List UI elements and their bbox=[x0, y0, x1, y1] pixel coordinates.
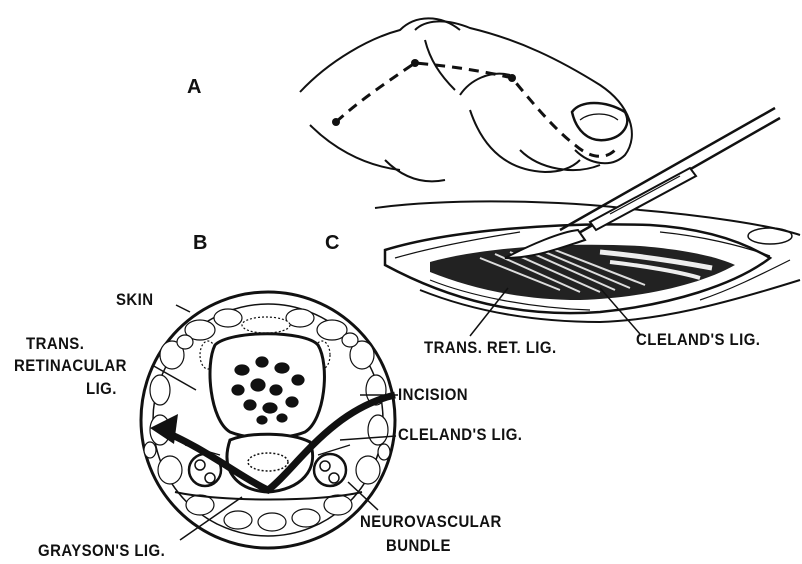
incision-points bbox=[332, 59, 516, 126]
label-clelands-lig-c: CLELAND'S LIG. bbox=[636, 330, 760, 349]
panel-label-b: B bbox=[193, 234, 208, 253]
label-trans-ret-lig-c: TRANS. RET. LIG. bbox=[424, 338, 557, 357]
label-skin: SKIN bbox=[116, 290, 154, 309]
label-graysons-lig: GRAYSON'S LIG. bbox=[38, 541, 165, 560]
label-trans-retinacular-line2: RETINACULAR bbox=[14, 356, 127, 375]
label-incision: INCISION bbox=[398, 385, 468, 404]
panel-label-a: A bbox=[187, 78, 202, 97]
label-clelands-lig-b: CLELAND'S LIG. bbox=[398, 425, 522, 444]
cross-section-b bbox=[141, 292, 395, 548]
finger-drawing-a bbox=[300, 18, 632, 181]
panel-label-c: C bbox=[325, 234, 340, 253]
surgical-view-c bbox=[375, 108, 800, 322]
label-neurovascular-line2: BUNDLE bbox=[386, 536, 451, 555]
label-trans-retinacular-line3: LIG. bbox=[86, 379, 117, 398]
label-neurovascular-line1: NEUROVASCULAR bbox=[360, 512, 502, 531]
label-trans-retinacular-line1: TRANS. bbox=[26, 334, 84, 353]
